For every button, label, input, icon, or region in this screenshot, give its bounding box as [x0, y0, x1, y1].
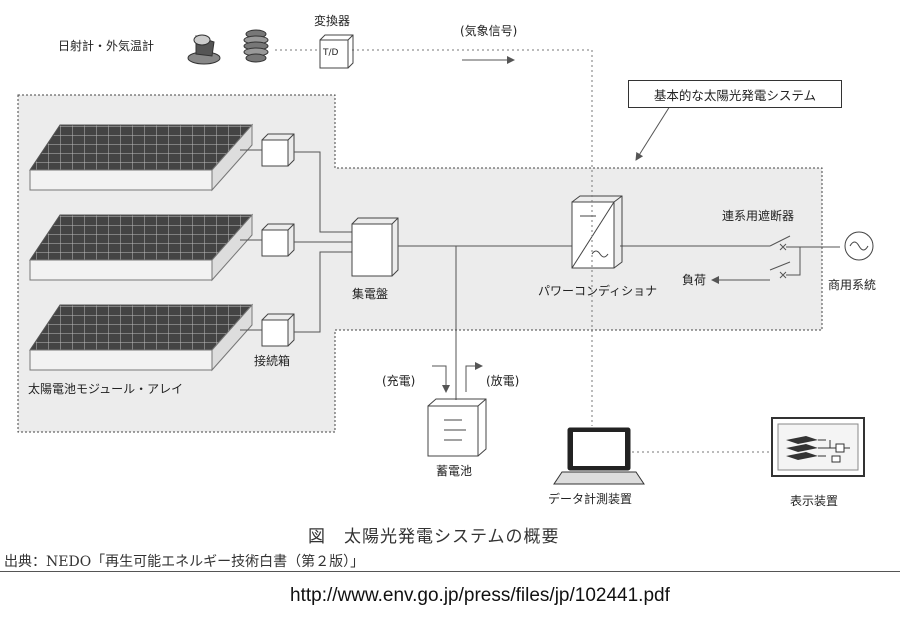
weather-signal-label: (気象信号) [460, 24, 518, 38]
source-citation: 出典：NEDO「再生可能エネルギー技術白書（第２版）」 [4, 554, 365, 570]
system-tag-pointer [635, 105, 671, 161]
source-url: http://www.env.go.jp/press/files/jp/1024… [290, 585, 670, 606]
load-label: 負荷 [682, 273, 707, 287]
converter-box [319, 34, 354, 69]
figure-caption: 図 太陽光発電システムの概要 [308, 527, 560, 547]
collection-panel [351, 217, 399, 277]
pyranometer-icon [187, 34, 221, 65]
junction-box-label: 接続箱 [254, 354, 291, 368]
battery [427, 398, 487, 457]
grid-label: 商用系統 [828, 278, 877, 292]
display-label: 表示装置 [790, 494, 839, 508]
junction-box-3 [261, 313, 295, 347]
laptop-icon [553, 427, 645, 485]
solar-panel-1 [29, 123, 254, 192]
interconnect-breaker-label: 連系用遮断器 [722, 209, 795, 223]
battery-label: 蓄電池 [436, 464, 473, 478]
power-conditioner-label: パワーコンディショナ [538, 284, 658, 298]
charge-label: (充電) [382, 374, 416, 388]
main-bus [398, 245, 770, 400]
interconnect-breaker [711, 235, 840, 284]
source-divider [0, 571, 900, 572]
junction-box-2 [261, 223, 295, 257]
signal-lines [275, 49, 772, 453]
thermometer-icon [243, 29, 269, 63]
power-conditioner [571, 195, 623, 269]
data-logger-label: データ計測装置 [548, 492, 633, 506]
pyranometer-label: 日射計・外気温計 [58, 39, 155, 53]
grid-ac-icon [844, 231, 874, 261]
junction-box-1 [261, 133, 295, 167]
pv-array-label: 太陽電池モジュール・アレイ [28, 382, 184, 396]
solar-panel-3 [29, 303, 254, 372]
converter-glyph: T/D [323, 48, 339, 58]
discharge-label: (放電) [486, 374, 520, 388]
charge-discharge-arrows [432, 362, 483, 393]
system-tag: 基本的な太陽光発電システム [628, 80, 842, 108]
display-device [771, 417, 865, 477]
system-tag-label: 基本的な太陽光発電システム [653, 87, 817, 103]
panel-wires [240, 149, 352, 333]
converter-label: 変換器 [314, 14, 351, 28]
collection-panel-label: 集電盤 [352, 287, 389, 301]
solar-panel-2 [29, 213, 254, 282]
